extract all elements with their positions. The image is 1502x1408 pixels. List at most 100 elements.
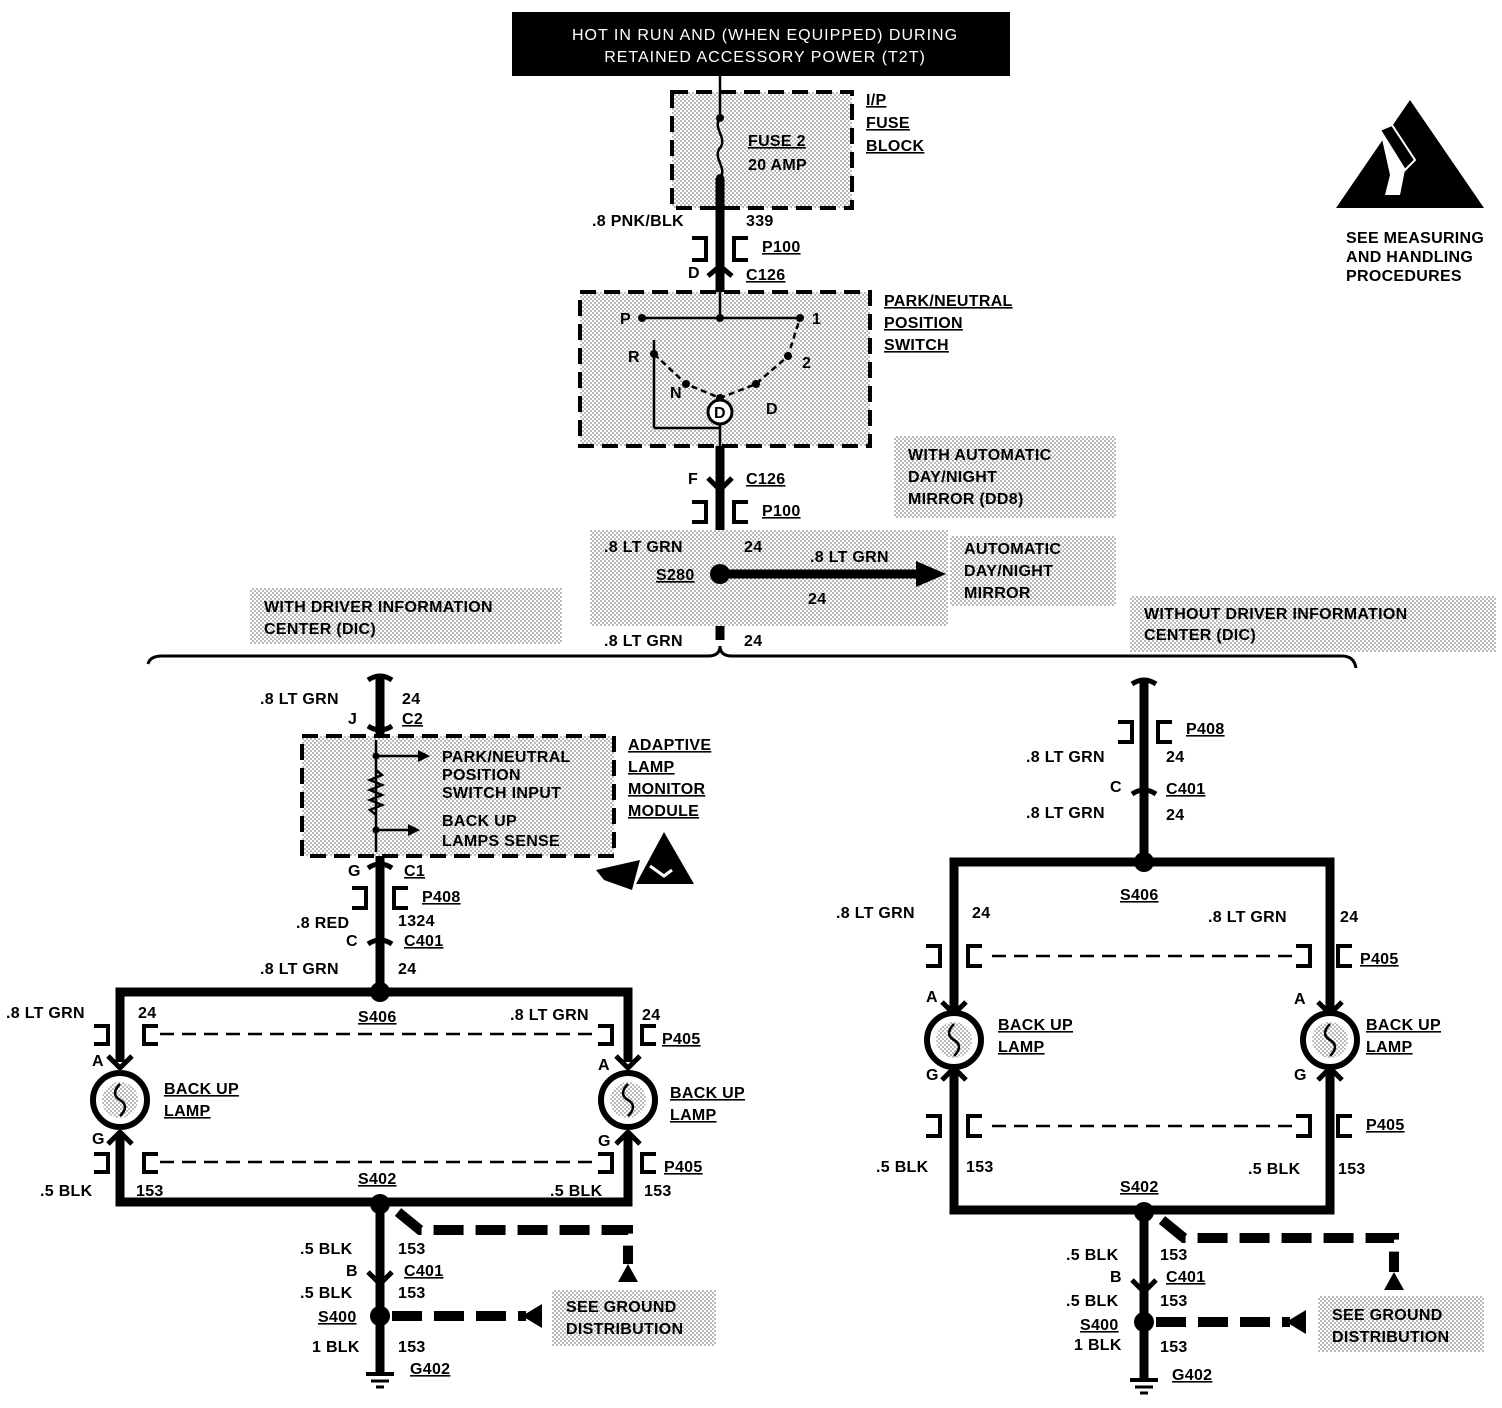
left-input2-line2: LAMPS SENSE	[442, 833, 560, 850]
left-c401-b-label: C401	[404, 1263, 443, 1280]
fuse-name: FUSE 2	[748, 133, 806, 150]
right-gnd-r-circuit: 153	[1338, 1161, 1366, 1178]
module-esd-icon	[596, 860, 640, 890]
with-dic-line2: CENTER (DIC)	[264, 621, 376, 638]
right-c401-b-label: C401	[1166, 1269, 1205, 1286]
park-neutral-position-switch: P R N D D 1 2	[578, 290, 872, 448]
right-lamp-r-gauge: .8 LT GRN	[1208, 909, 1287, 926]
left-c401-label: C401	[404, 933, 443, 950]
pn-switch-label-2: POSITION	[884, 315, 963, 332]
mirror-label-2: DAY/NIGHT	[964, 563, 1053, 580]
left-gnd-l-gauge: .5 BLK	[40, 1183, 93, 1200]
left-pin-g-right: G	[598, 1133, 611, 1150]
right-lamp-right-label-2: LAMP	[1366, 1039, 1413, 1056]
right-mid-gauge: .5 BLK	[1066, 1293, 1119, 1310]
right-p405-g-label: P405	[1366, 1117, 1405, 1134]
right-gnd-l-gauge: .5 BLK	[876, 1159, 929, 1176]
module-label-2: LAMP	[628, 759, 675, 776]
lower-c126-label: C126	[746, 471, 785, 488]
mirror-branch-circuit: 24	[808, 591, 826, 608]
right-pin-b: B	[1110, 1269, 1122, 1286]
switch-pos-1: 1	[812, 311, 821, 328]
ip-fuse-block: FUSE 2 20 AMP I/P FUSE BLOCK	[670, 76, 925, 210]
switch-pos-n: N	[670, 385, 682, 402]
left-lamp-l-circuit: 24	[138, 1005, 156, 1022]
right-pin-c: C	[1110, 779, 1122, 796]
right-s406-label: S406	[1120, 887, 1159, 904]
dd8-option-line2: DAY/NIGHT	[908, 469, 997, 486]
top-pin-d: D	[688, 265, 700, 282]
mirror-branch-gauge: .8 LT GRN	[810, 549, 889, 566]
right-gauge2: .8 LT GRN	[1026, 805, 1105, 822]
right-pin-a-right: A	[1294, 991, 1306, 1008]
right-lamp-l-circuit: 24	[972, 905, 990, 922]
left-mid-circuit: 153	[398, 1285, 426, 1302]
left-lamp-r-gauge: .8 LT GRN	[510, 1007, 589, 1024]
right-pin-g-right: G	[1294, 1067, 1307, 1084]
right-gauge1: .8 LT GRN	[1026, 749, 1105, 766]
right-pin-a-left: A	[926, 989, 938, 1006]
dd8-option-box	[894, 436, 1116, 518]
left-gnd-r-gauge: .5 BLK	[550, 1183, 603, 1200]
left-circuit	[90, 673, 716, 1389]
left-pin-a-left: A	[92, 1053, 104, 1070]
switch-pos-p: P	[620, 311, 631, 328]
left-input1-line3: SWITCH INPUT	[442, 785, 561, 802]
right-circuit1: 24	[1166, 749, 1184, 766]
fuse-rating: 20 AMP	[748, 157, 807, 174]
module-label-1: ADAPTIVE	[628, 737, 711, 754]
left-input1-line1: PARK/NEUTRAL	[442, 749, 571, 766]
left-pin-b: B	[346, 1263, 358, 1280]
pn-switch-label-3: SWITCH	[884, 337, 949, 354]
left-gnd-l-circuit: 153	[136, 1183, 164, 1200]
esd-note-line3: PROCEDURES	[1346, 268, 1462, 285]
left-bus-circuit: 24	[398, 961, 416, 978]
switch-pos-r: R	[628, 349, 640, 366]
right-s402-label: S402	[1120, 1179, 1159, 1196]
right-lamp-r-circuit: 24	[1340, 909, 1358, 926]
switch-pos-d-big: D	[714, 405, 726, 422]
mirror-option-shade	[950, 536, 1116, 606]
left-mid-gauge: .5 BLK	[300, 1285, 353, 1302]
right-mid-circuit: 153	[1160, 1293, 1188, 1310]
left-c2-label: C2	[402, 711, 423, 728]
dd8-option-line1: WITH AUTOMATIC	[908, 447, 1052, 464]
p100-connector-lower	[692, 500, 748, 524]
right-pin-g-left: G	[926, 1067, 939, 1084]
without-dic-box	[1130, 596, 1496, 652]
right-gnd-l-circuit: 153	[966, 1159, 994, 1176]
left-down-circuit: 153	[398, 1241, 426, 1258]
right-lamp-right-label-1: BACK UP	[1366, 1017, 1441, 1034]
left-c1-label: C1	[404, 863, 425, 880]
left-p405-g-label: P405	[664, 1159, 703, 1176]
fuse-block-label-2: FUSE	[866, 115, 910, 132]
top-c126-label: C126	[746, 267, 785, 284]
left-pin-j: J	[348, 711, 357, 728]
left-gnd-r-circuit: 153	[644, 1183, 672, 1200]
switch-pos-d: D	[766, 401, 778, 418]
switch-pos-2: 2	[802, 355, 811, 372]
right-final-circuit: 153	[1160, 1339, 1188, 1356]
fuse-block-label-3: BLOCK	[866, 138, 925, 155]
left-lamp-left-label-2: LAMP	[164, 1103, 211, 1120]
s280-label: S280	[656, 567, 695, 584]
pn-switch-label-1: PARK/NEUTRAL	[884, 293, 1013, 310]
left-input2-line1: BACK UP	[442, 813, 517, 830]
without-dic-line2: CENTER (DIC)	[1144, 627, 1256, 644]
right-circuit2: 24	[1166, 807, 1184, 824]
right-c401-label: C401	[1166, 781, 1205, 798]
power-header: HOT IN RUN AND (WHEN EQUIPPED) DURING RE…	[512, 12, 1010, 76]
left-down-gauge: .5 BLK	[300, 1241, 353, 1258]
left-input1-line2: POSITION	[442, 767, 521, 784]
left-pin-a-right: A	[598, 1057, 610, 1074]
left-red-gauge: .8 RED	[296, 915, 349, 932]
option-split-bracket	[146, 645, 1358, 669]
esd-warning-icon	[1336, 100, 1484, 208]
left-p408-label: P408	[422, 889, 461, 906]
with-dic-line1: WITH DRIVER INFORMATION	[264, 599, 493, 616]
left-see-ground-2: DISTRIBUTION	[566, 1321, 683, 1338]
left-lamp-right-label-2: LAMP	[670, 1107, 717, 1124]
left-top-gauge: .8 LT GRN	[260, 691, 339, 708]
top-p100-label: P100	[762, 239, 801, 256]
